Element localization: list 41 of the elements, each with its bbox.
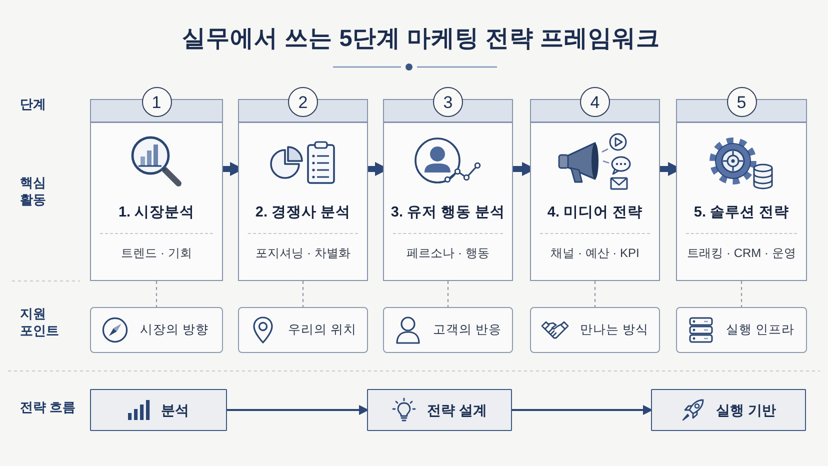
row-label: 핵심 활동	[20, 174, 46, 208]
step-number-circle: 4	[580, 87, 610, 117]
support-box	[383, 307, 513, 353]
support-box	[238, 307, 368, 353]
support-box	[676, 307, 807, 353]
keyword-text: 포지셔닝 · 차별화	[256, 246, 350, 260]
step-number-circle: 5	[726, 87, 756, 117]
support-text: 만나는 방식	[580, 322, 648, 338]
stage-title: 2. 경쟁사 분석	[255, 204, 351, 222]
flow-box	[651, 389, 806, 431]
support-box	[530, 307, 660, 353]
support-text: 고객의 반응	[433, 322, 502, 338]
keyword-text: 트렌드 · 기회	[121, 246, 192, 260]
step-number-circle: 3	[433, 87, 463, 117]
dashed-connector	[594, 281, 596, 307]
step-number-circle: 1	[142, 87, 172, 117]
dashed-connector	[740, 281, 742, 307]
dashed-connector	[302, 281, 304, 307]
page-title: 실무에서 쓰는 5단계 마케팅 전략 프레임워크	[182, 24, 660, 52]
flow-text: 분석	[161, 402, 189, 418]
keyword-text: 페르소나 · 행동	[406, 246, 490, 260]
row-label: 단계	[20, 96, 46, 112]
row-label: 전략 흐름	[20, 398, 76, 416]
dashed-connector	[447, 281, 449, 307]
stage-title: 4. 미디어 전략	[547, 204, 643, 222]
flow-text: 전략 설계	[427, 402, 487, 418]
keyword-text: 채널 · 예산 · KPI	[550, 246, 640, 260]
stage-title: 1. 시장분석	[118, 204, 195, 222]
step-number-circle: 2	[288, 87, 318, 117]
support-text: 실행 인프라	[726, 322, 794, 338]
support-text: 시장의 방향	[140, 322, 208, 338]
flow-box	[367, 389, 512, 431]
flow-box	[90, 389, 227, 431]
stage-title: 5. 솔루션 전략	[694, 204, 790, 222]
support-box	[90, 307, 223, 353]
support-text: 우리의 위치	[288, 322, 356, 338]
keyword-text: 트래킹 · CRM · 운영	[687, 246, 796, 260]
row-label: 지원 포인트	[20, 305, 59, 339]
dashed-connector	[156, 281, 158, 307]
stage-title: 3. 유저 행동 분석	[390, 204, 506, 222]
flow-text: 실행 기반	[716, 402, 776, 418]
